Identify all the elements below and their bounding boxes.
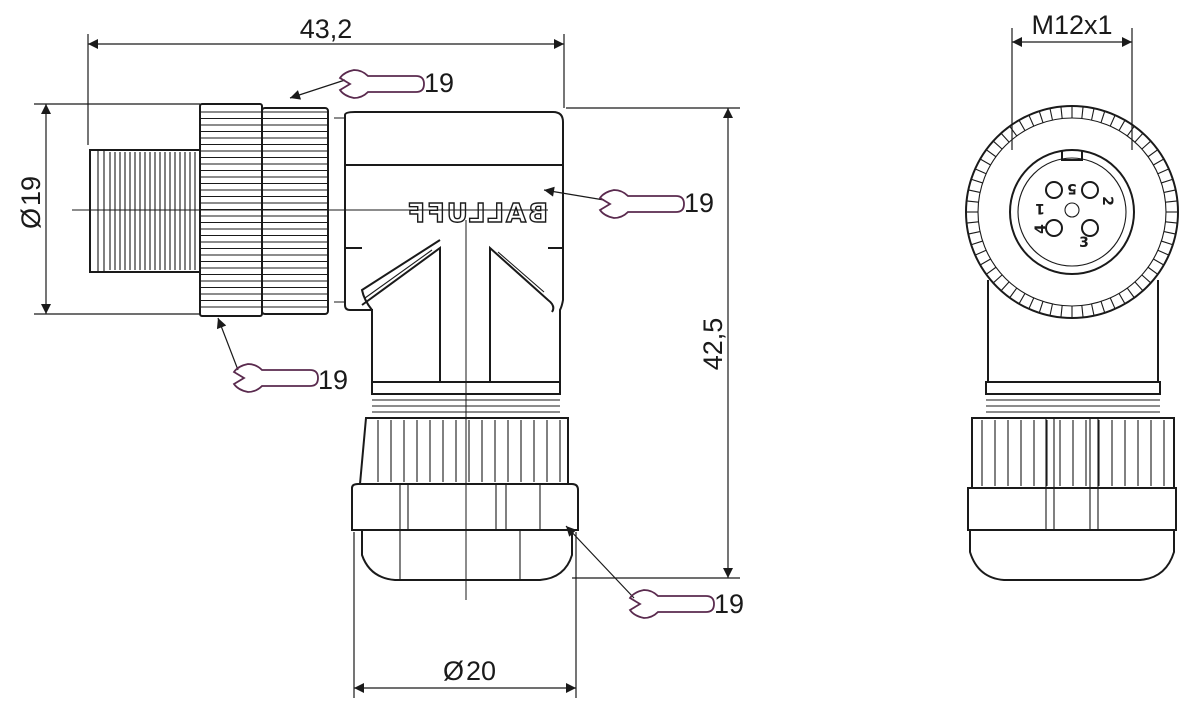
wrench-size-nut-bottom: 19 bbox=[318, 365, 348, 395]
wrench-icon bbox=[338, 69, 425, 99]
pin-label-5: 5 bbox=[1067, 180, 1077, 196]
wrench-callout-housing: 19 bbox=[543, 186, 714, 219]
height-value: 42,5 bbox=[698, 318, 728, 371]
wrench-callout-gland: 19 bbox=[565, 525, 744, 619]
thread-value: M12x1 bbox=[1031, 10, 1112, 40]
brand-logo: BALLUFF bbox=[405, 198, 549, 229]
dimension-overall-height: 42,5 bbox=[566, 107, 740, 579]
wrench-size-housing: 19 bbox=[684, 188, 714, 218]
cable-gland bbox=[351, 381, 579, 581]
socket-face bbox=[1009, 149, 1135, 275]
wrench-icon bbox=[598, 189, 685, 219]
dimension-thread: M12x1 bbox=[1011, 10, 1133, 150]
wrench-callout-nut-top: 19 bbox=[289, 68, 454, 100]
gland-diameter-value: 20 bbox=[466, 656, 496, 686]
pin-label-4: 4 bbox=[1033, 224, 1049, 234]
front-view: M12x1 1 2 3 4 5 bbox=[965, 10, 1179, 581]
wrench-size-nut-top: 19 bbox=[424, 68, 454, 98]
plug-diameter-symbol: Ø bbox=[16, 208, 46, 229]
plug-diameter-value: 19 bbox=[16, 176, 46, 206]
pin-label-3: 3 bbox=[1079, 235, 1089, 251]
pin-3 bbox=[1081, 219, 1099, 237]
dimension-gland-diameter: Ø 20 bbox=[353, 532, 577, 698]
wrench-callout-nut-bottom: 19 bbox=[216, 317, 348, 395]
pin-label-1: 1 bbox=[1035, 200, 1045, 216]
pin-label-2: 2 bbox=[1099, 196, 1115, 206]
gland-diameter-symbol: Ø bbox=[443, 656, 464, 686]
length-value: 43,2 bbox=[300, 14, 353, 44]
wrench-icon bbox=[628, 589, 715, 619]
dimension-plug-diameter: Ø 19 bbox=[16, 103, 200, 315]
pin-2 bbox=[1081, 181, 1099, 199]
brand-text: BALLUFF bbox=[405, 199, 548, 229]
side-view: BALLUFF bbox=[72, 103, 579, 600]
pin-4 bbox=[1045, 219, 1063, 237]
angled-housing bbox=[334, 111, 564, 383]
wrench-icon bbox=[232, 363, 319, 393]
pin-1 bbox=[1045, 181, 1063, 199]
dimension-overall-length: 43,2 bbox=[87, 14, 565, 145]
wrench-size-gland: 19 bbox=[714, 589, 744, 619]
male-thread-plug bbox=[89, 149, 201, 273]
coupling-nut-front bbox=[965, 105, 1179, 319]
